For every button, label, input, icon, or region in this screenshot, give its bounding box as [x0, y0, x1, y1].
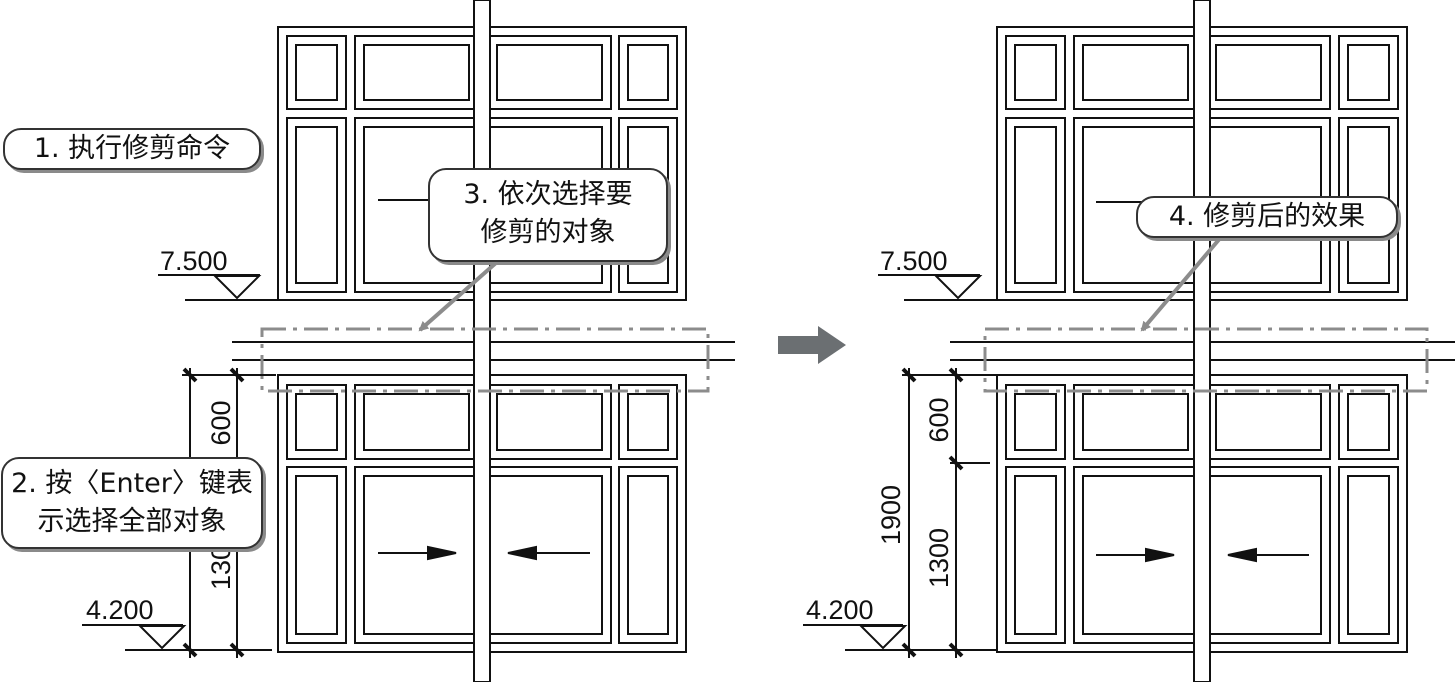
before-panel [82, 0, 735, 682]
elevation-bottom-label: 4.200 [86, 595, 154, 625]
dimension-lines [901, 367, 997, 658]
dimension-1300-label: 1300 [924, 528, 954, 588]
selection-window [983, 327, 1429, 393]
callout-step-1: 1. 执行修剪命令 [3, 128, 261, 170]
elevation-marker-bottom [82, 624, 272, 651]
pipe-column [1193, 0, 1211, 682]
elevation-bottom-label: 4.200 [806, 595, 874, 625]
callout-step-2-line-2: 示选择全部对象 [37, 506, 227, 537]
after-labels: 7.500 4.200 600 1300 1900 [806, 246, 954, 625]
beam-lines [185, 299, 735, 369]
dimension-600-label: 600 [206, 400, 236, 445]
leader-arrow-icon [418, 260, 499, 332]
pipe-column [473, 0, 491, 682]
callout-step-2: 2. 按〈Enter〉键表 示选择全部对象 [1, 457, 263, 549]
callout-step-3-line-1: 3. 依次选择要 [463, 179, 633, 210]
elevation-top-label: 7.500 [880, 246, 948, 276]
dimension-600-label: 600 [924, 397, 954, 442]
right-arrow-icon [778, 326, 846, 364]
elevation-marker-bottom [803, 624, 996, 651]
interior-arrows [378, 545, 590, 561]
elevation-marker-top [878, 274, 983, 300]
leader-arrow-icon [1140, 234, 1224, 332]
before-labels: 7.500 4.200 600 1300 [86, 246, 236, 625]
callout-step-2-line-1: 2. 按〈Enter〉键表 [11, 468, 253, 499]
callout-step-4: 4. 修剪后的效果 [1136, 196, 1398, 238]
callout-step-4-text: 4. 修剪后的效果 [1168, 201, 1366, 232]
after-panel [803, 0, 1455, 682]
beam-lines [904, 299, 1455, 369]
callout-step-1-text: 1. 执行修剪命令 [33, 133, 231, 164]
elevation-marker-top [158, 274, 262, 300]
selection-window [260, 327, 710, 393]
elevation-top-label: 7.500 [160, 246, 228, 276]
callout-step-3-line-2: 修剪的对象 [480, 217, 616, 248]
interior-arrows [1096, 547, 1309, 563]
callout-step-3: 3. 依次选择要 修剪的对象 [428, 168, 668, 262]
dimension-1900-label: 1900 [876, 485, 906, 545]
